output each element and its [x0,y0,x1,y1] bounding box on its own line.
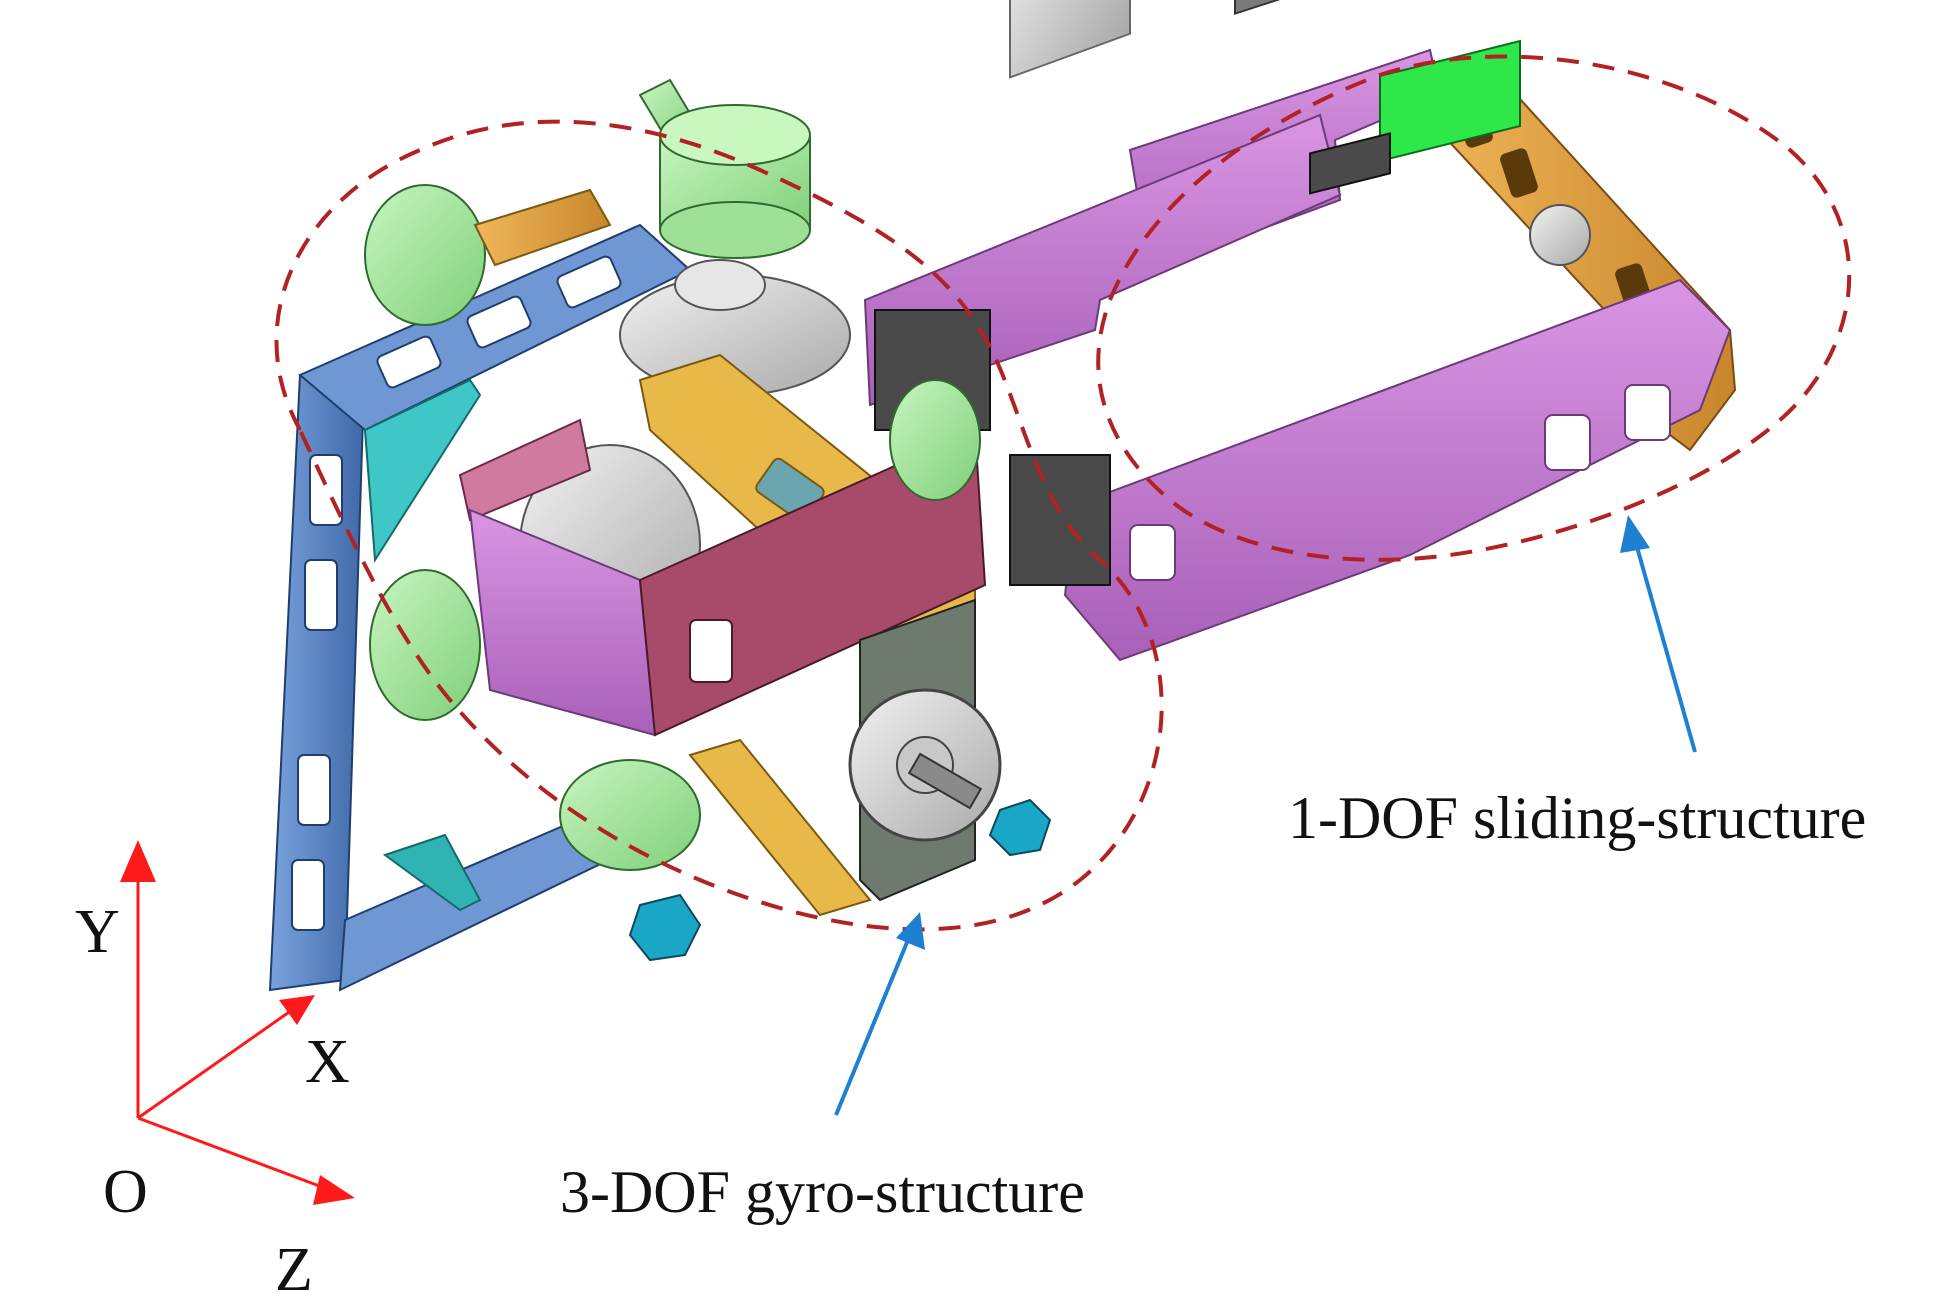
frame-window [297,754,331,826]
sliding-structure-outline [1096,54,1852,562]
z-axis-arrow [137,1116,331,1192]
right-middle-motor [889,379,981,501]
gyro-structure-outline [274,119,1164,932]
sliding-structure-callout: 1-DOF sliding-structure [1288,515,1866,851]
frame-window [304,559,338,631]
callout-arrowhead [1620,515,1650,553]
bottom-motor [559,759,701,871]
lower-plate-window [1129,524,1176,581]
origin-label: O [103,1158,148,1226]
teal-foot-bracket [382,833,482,912]
sliding-structure-label: 1-DOF sliding-structure [1288,785,1866,851]
lower-plate-window [1624,384,1671,441]
top-arm-window [466,295,532,349]
y-axis-label: Y [75,898,120,966]
left-upper-motor [364,184,486,326]
z-axis-label: Z [275,1236,313,1304]
gyro-structure-label: 3-DOF gyro-structure [560,1159,1085,1225]
y-axis-arrowhead [120,840,156,882]
top-motor-base [659,201,811,259]
lower-side-plate [1063,278,1732,662]
yellow-top-plate [473,188,612,267]
connector-block [1009,454,1111,586]
end-bearing-flange [1529,204,1591,266]
coordinate-axes: Y X O Z [75,840,355,1304]
x-axis-label: X [305,1028,350,1096]
top-arm-window [376,335,442,389]
gyro-structure-callout: 3-DOF gyro-structure [560,912,1085,1225]
silver-slide-carriage [1009,0,1131,79]
stepper-motor-a [1234,0,1346,16]
x-axis-arrow [137,1008,293,1120]
sliding-structure-assembly [863,0,1737,662]
pink-gimbal-frame [458,418,592,522]
yellow-lower-plate [688,738,872,917]
teal-brace [363,378,482,564]
callout-arrowhead [896,912,925,950]
x-axis-arrowhead [279,995,315,1025]
top-motor-cap [659,104,811,166]
gyro-structure-assembly [268,78,1052,992]
guide-rail-block [1309,132,1391,195]
frame-window [291,859,325,931]
end-frame-window [1500,148,1538,198]
lower-plate-window [1544,414,1591,471]
left-lower-motor [369,569,481,721]
callout-arrow-shaft [834,934,912,1116]
top-arm-window [556,255,622,309]
top-flywheel-hub [674,259,766,311]
z-axis-arrowhead [313,1175,355,1205]
gimbal-window [689,619,733,683]
teal-adjust-nut-right [988,798,1052,857]
adjust-screw [907,752,983,810]
teal-adjust-nut-bottom [628,893,702,962]
callout-arrow-shaft [1633,539,1697,753]
